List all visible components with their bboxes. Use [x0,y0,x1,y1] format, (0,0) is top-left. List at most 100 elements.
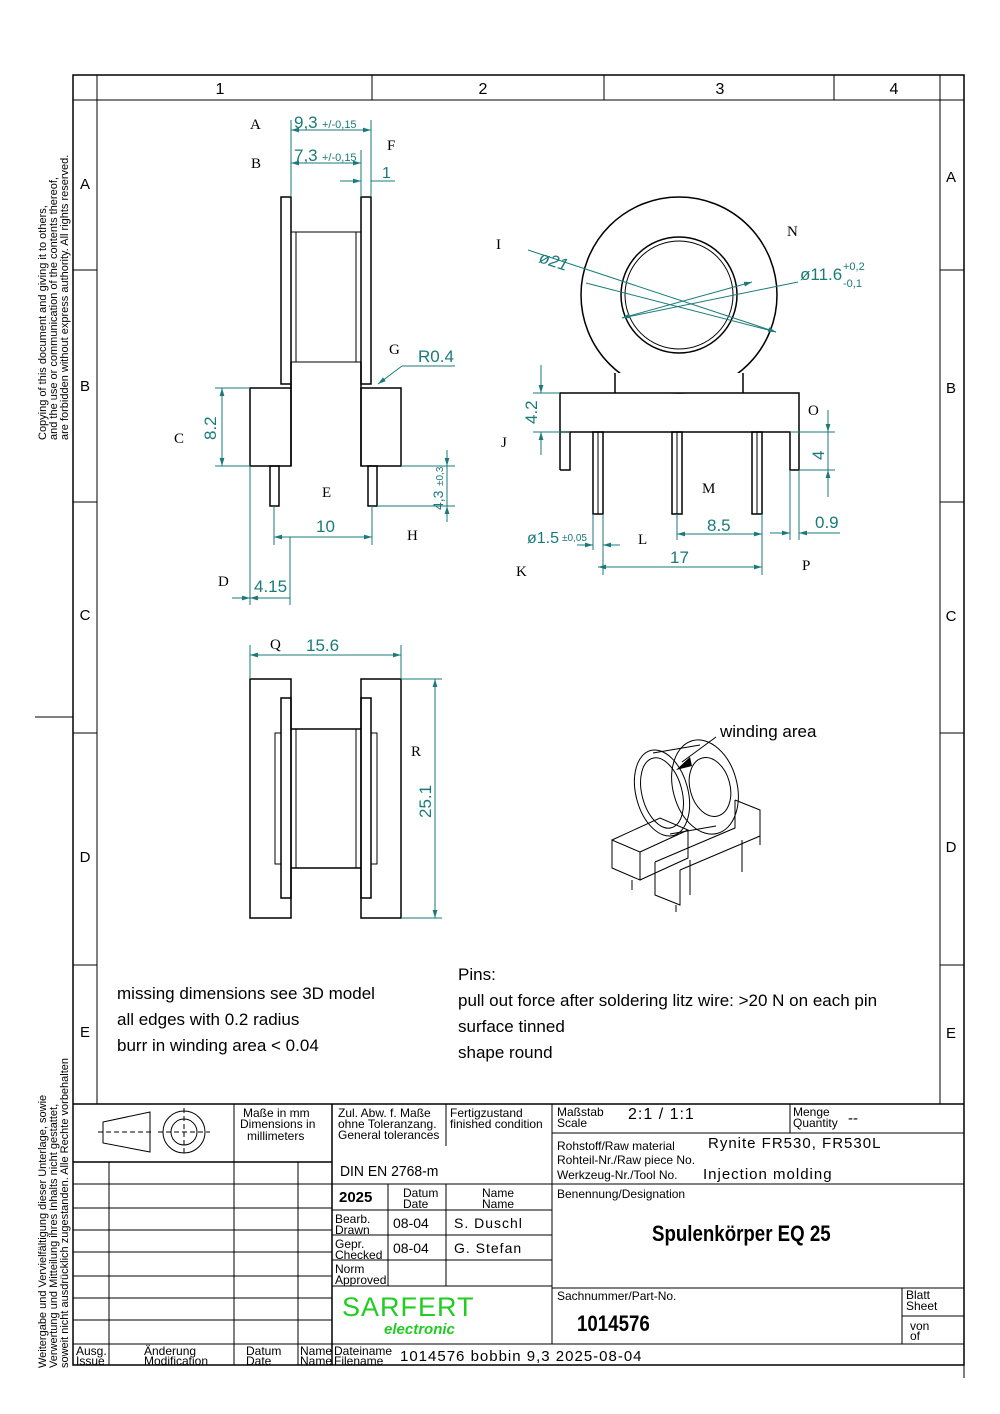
dim-label: 4.15 [254,577,287,596]
frame-labels: 1 2 3 4 A B C D E A B C D E [80,81,957,1042]
filename: 1014576 bobbin 9,3 2025-08-04 [400,1348,643,1365]
dim-label: 4,3 [430,490,446,510]
row-label: E [946,1025,956,1042]
svg-text:Copying of this document and g: Copying of this document and giving it t… [37,205,49,440]
svg-text:Maßstab: Maßstab [557,1105,604,1119]
svg-text:Name: Name [482,1186,514,1200]
row-label: E [80,1024,90,1041]
company-logo: SARFERT [342,1292,475,1322]
svg-text:G. Stefan: G. Stefan [454,1240,522,1256]
dim-label: 4 [809,451,828,460]
projection-symbol-icon [98,1108,210,1156]
svg-text:Name: Name [482,1197,514,1211]
company-logo-sub: electronic [384,1321,456,1338]
svg-text:Maße in mm: Maße in mm [243,1106,310,1120]
raw-material: Rynite FR530, FR530L [708,1135,881,1152]
dim-label: 9,3 [294,113,318,132]
svg-text:pull out force after soldering: pull out force after soldering litz wire… [458,991,877,1010]
svg-text:Fertigzustand: Fertigzustand [450,1106,523,1120]
dim-label: 10 [316,517,335,536]
top-view [249,678,402,919]
dim-label: 25.1 [416,785,435,818]
dim-tolerance: -0,1 [843,278,862,290]
svg-text:N: N [787,224,798,240]
dim-tolerance: ±0,3 [435,466,446,486]
svg-text:Norm: Norm [335,1262,364,1276]
svg-text:DIN EN 2768-m: DIN EN 2768-m [340,1164,438,1181]
svg-text:Änderung: Änderung [144,1344,196,1358]
row-label: D [80,849,91,866]
row-label: B [946,380,956,397]
svg-text:Verwertung und Mitteilung ihre: Verwertung und Mitteilung ihres Inhalts … [48,1104,60,1368]
svg-text:08-04: 08-04 [393,1215,429,1231]
dim-label: ø1.5 [527,530,559,547]
dim-tolerance: +0,2 [843,261,865,273]
svg-text:G: G [389,342,400,358]
svg-text:Weitergabe und Vervielfältigun: Weitergabe und Vervielfältigung dieser U… [37,1095,49,1368]
scale-value: 2:1 / 1:1 [628,1106,695,1123]
designation: Spulenkörper EQ 25 [652,1223,831,1247]
row-label: D [946,839,957,856]
front-view-dimensions: ø21 ø11.6 +0,2 -0,1 4.2 4 ø1.5 ±0,05 8.5… [522,248,865,575]
dim-label: 8.5 [707,516,731,535]
svg-text:burr in winding area < 0.04: burr in winding area < 0.04 [117,1036,319,1055]
svg-text:Bearb.: Bearb. [335,1212,370,1226]
svg-text:finished condition: finished condition [450,1117,543,1131]
dim-label: 17 [670,548,689,567]
svg-text:ohne Toleranzang.: ohne Toleranzang. [338,1117,437,1131]
row-label: A [946,169,956,186]
isometric-view [611,736,761,912]
svg-text:Ausg.: Ausg. [76,1344,107,1358]
svg-text:Filename: Filename [334,1354,384,1368]
svg-text:Sheet: Sheet [906,1299,938,1313]
svg-text:Pins:: Pins: [458,965,496,984]
svg-text:Scale: Scale [557,1116,587,1130]
svg-text:Rohteil-Nr./Raw piece No.: Rohteil-Nr./Raw piece No. [557,1153,695,1167]
svg-text:Gepr.: Gepr. [335,1237,364,1251]
svg-text:Date: Date [403,1197,429,1211]
dim-tolerance: ±0,05 [562,533,587,544]
svg-text:missing dimensions see 3D mode: missing dimensions see 3D model [117,984,375,1003]
svg-text:Benennung/Designation: Benennung/Designation [557,1187,685,1201]
svg-text:Datum: Datum [403,1186,438,1200]
svg-text:Name: Name [300,1354,332,1368]
dim-label: 15.6 [306,636,339,655]
svg-text:Rohstoff/Raw material: Rohstoff/Raw material [557,1139,675,1153]
svg-text:Q: Q [270,637,281,653]
winding-area-label: winding area [719,722,817,741]
svg-text:Name: Name [300,1344,332,1358]
title-block-text: Maße in mm Dimensions in millimeters Zul… [76,1105,938,1368]
dim-label: 1 [382,165,391,182]
svg-text:Approved: Approved [335,1273,386,1287]
svg-text:of: of [910,1329,921,1343]
dim-label: ø21 [537,248,571,275]
svg-text:Drawn: Drawn [335,1223,370,1237]
svg-text:Date: Date [246,1354,272,1368]
dim-label: 4.2 [522,400,541,424]
svg-text:D: D [218,574,229,590]
svg-text:2025: 2025 [339,1189,372,1206]
svg-text:Werkzeug-Nr./Tool No.: Werkzeug-Nr./Tool No. [557,1168,678,1182]
view-letters: A B C D E F G H I J K L M N O P Q R [174,117,819,760]
dim-tolerance: +/-0,15 [322,119,357,131]
front-view [559,196,800,515]
svg-text:S. Duschl: S. Duschl [454,1215,523,1231]
svg-text:J: J [501,435,507,451]
svg-text:--: -- [848,1110,858,1127]
svg-text:L: L [638,532,647,548]
svg-text:Issue: Issue [76,1354,105,1368]
svg-text:P: P [802,558,810,574]
title-block [73,1103,964,1365]
row-label: C [946,608,957,625]
dim-label: 7,3 [294,146,318,165]
svg-text:Checked: Checked [335,1248,382,1262]
row-label: B [80,378,90,395]
svg-text:Datum: Datum [246,1344,281,1358]
svg-text:Dateiname: Dateiname [334,1344,392,1358]
pin-notes: Pins: pull out force after soldering lit… [458,965,877,1062]
svg-text:Quantity: Quantity [793,1116,838,1130]
svg-text:von: von [910,1319,929,1333]
part-number: 1014576 [577,1313,650,1337]
side-view [249,196,402,507]
copyright-note-de: Weitergabe und Vervielfältigung dieser U… [37,1058,71,1368]
